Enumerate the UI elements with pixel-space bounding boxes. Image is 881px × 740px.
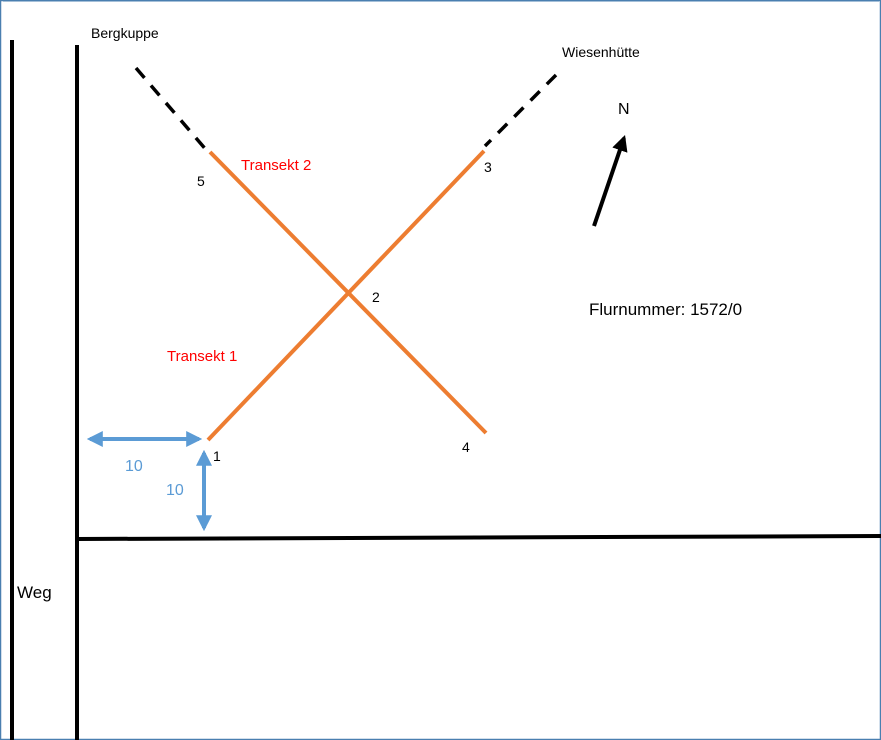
transect-1-line [206,149,486,442]
bergkuppe-direction-line [134,66,210,154]
bergkuppe-label: Bergkuppe [91,25,159,41]
point-1-label: 1 [213,448,221,464]
flurnummer-label: Flurnummer: 1572/0 [589,300,742,319]
wiesenhuette-label: Wiesenhütte [562,44,640,60]
point-2-label: 2 [372,289,380,305]
horizontal-distance-label: 10 [125,458,143,475]
transect-2-label: Transekt 2 [241,157,311,174]
transect-1-label: Transekt 1 [167,348,237,365]
point-3-label: 3 [484,159,492,175]
point-5-label: 5 [197,173,205,189]
north-arrow-icon [592,134,628,227]
north-label: N [618,101,630,118]
transect-2-line [208,150,488,435]
parcel-border-line [76,534,881,541]
point-4-label: 4 [462,439,470,455]
weg-label: Weg [17,583,52,602]
vertical-distance-label: 10 [166,482,184,499]
wiesenhuette-direction-line [483,73,558,148]
